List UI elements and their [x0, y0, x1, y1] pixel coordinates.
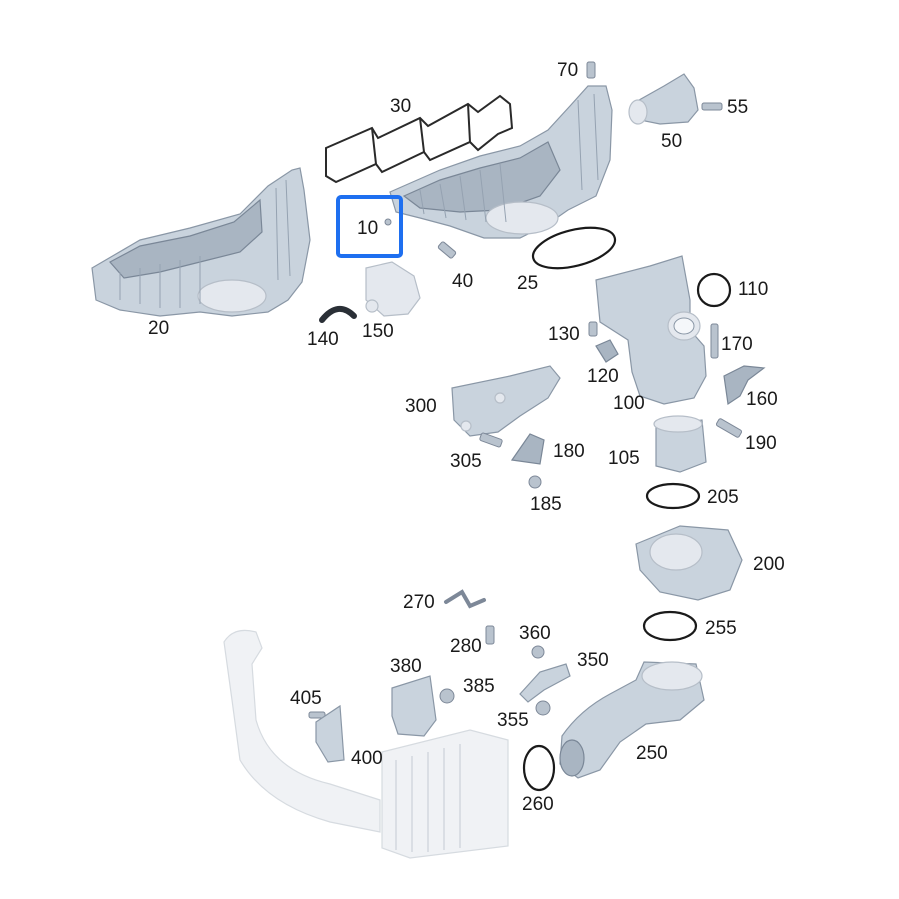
label-25[interactable]: 25 — [517, 273, 538, 294]
label-40[interactable]: 40 — [452, 271, 473, 292]
label-120[interactable]: 120 — [587, 366, 619, 387]
part-350-bracket[interactable] — [519, 663, 571, 703]
label-270[interactable]: 270 — [403, 592, 435, 613]
part-385-nut[interactable] — [439, 688, 455, 704]
part-10-plug[interactable] — [384, 218, 392, 226]
part-70-bolt[interactable] — [586, 61, 596, 79]
part-140-clip[interactable] — [319, 306, 357, 323]
label-380[interactable]: 380 — [390, 656, 422, 677]
part-200-throttle-body[interactable] — [635, 525, 743, 601]
part-300-bracket[interactable] — [451, 365, 561, 437]
part-355-nut[interactable] — [535, 700, 551, 716]
label-255[interactable]: 255 — [705, 618, 737, 639]
part-380-bracket[interactable] — [391, 675, 437, 737]
label-400[interactable]: 400 — [351, 748, 383, 769]
label-305[interactable]: 305 — [450, 451, 482, 472]
part-180-bracket[interactable] — [510, 433, 545, 465]
part-30-gasket[interactable] — [325, 94, 514, 184]
right-manifold[interactable] — [389, 85, 613, 239]
label-385[interactable]: 385 — [463, 676, 495, 697]
part-280-bolt[interactable] — [485, 625, 495, 645]
label-70[interactable]: 70 — [557, 60, 578, 81]
label-20[interactable]: 20 — [148, 318, 169, 339]
part-labels: 10 20 25 30 40 50 55 70 100 105 110 120 … — [148, 60, 785, 815]
part-190-bolt[interactable] — [715, 418, 743, 438]
part-25-o-ring[interactable] — [529, 220, 619, 275]
part-400-bracket[interactable] — [315, 704, 345, 763]
part-130-sensor[interactable] — [588, 321, 598, 337]
label-110[interactable]: 110 — [738, 279, 768, 300]
part-305-bolt[interactable] — [479, 432, 503, 448]
label-105[interactable]: 105 — [608, 448, 640, 469]
label-50[interactable]: 50 — [661, 131, 682, 152]
part-55-bolt[interactable] — [701, 102, 723, 111]
label-200[interactable]: 200 — [753, 554, 785, 575]
label-355[interactable]: 355 — [497, 710, 529, 731]
part-100-housing[interactable] — [595, 255, 707, 405]
part-160-bracket[interactable] — [723, 365, 766, 406]
label-300[interactable]: 300 — [405, 396, 437, 417]
label-100[interactable]: 100 — [613, 393, 645, 414]
label-55[interactable]: 55 — [727, 97, 748, 118]
label-190[interactable]: 190 — [745, 433, 777, 454]
intercooler-assembly — [223, 629, 509, 859]
part-50-flange[interactable] — [628, 73, 699, 125]
part-40-bolt[interactable] — [437, 241, 457, 259]
part-250-elbow[interactable] — [559, 661, 705, 779]
label-180[interactable]: 180 — [553, 441, 585, 462]
label-405[interactable]: 405 — [290, 688, 322, 709]
part-150-valve[interactable] — [365, 261, 421, 317]
part-170-bolt[interactable] — [710, 323, 719, 359]
part-110-ring[interactable] — [696, 272, 732, 308]
label-205[interactable]: 205 — [707, 487, 739, 508]
part-405-bolt[interactable] — [308, 711, 326, 719]
part-120-sensor[interactable] — [595, 339, 619, 363]
label-130[interactable]: 130 — [548, 324, 580, 345]
label-280[interactable]: 280 — [450, 636, 482, 657]
part-185-nut[interactable] — [528, 475, 542, 489]
part-255-ring[interactable] — [642, 610, 698, 642]
label-250[interactable]: 250 — [636, 743, 668, 764]
label-140[interactable]: 140 — [307, 329, 339, 350]
label-10[interactable]: 10 — [357, 218, 378, 239]
part-205-ring[interactable] — [645, 482, 701, 510]
part-10-highlight-box[interactable] — [336, 195, 403, 258]
part-260-ring[interactable] — [522, 744, 556, 792]
part-105-sleeve[interactable] — [653, 415, 707, 473]
part-270-clamp[interactable] — [444, 589, 486, 609]
label-30[interactable]: 30 — [390, 96, 411, 117]
label-170[interactable]: 170 — [721, 334, 753, 355]
label-185[interactable]: 185 — [530, 494, 562, 515]
label-150[interactable]: 150 — [362, 321, 394, 342]
label-260[interactable]: 260 — [522, 794, 554, 815]
label-350[interactable]: 350 — [577, 650, 609, 671]
part-360-nut[interactable] — [531, 645, 545, 659]
label-160[interactable]: 160 — [746, 389, 778, 410]
part-20-left-manifold[interactable] — [91, 167, 311, 317]
label-360[interactable]: 360 — [519, 623, 551, 644]
